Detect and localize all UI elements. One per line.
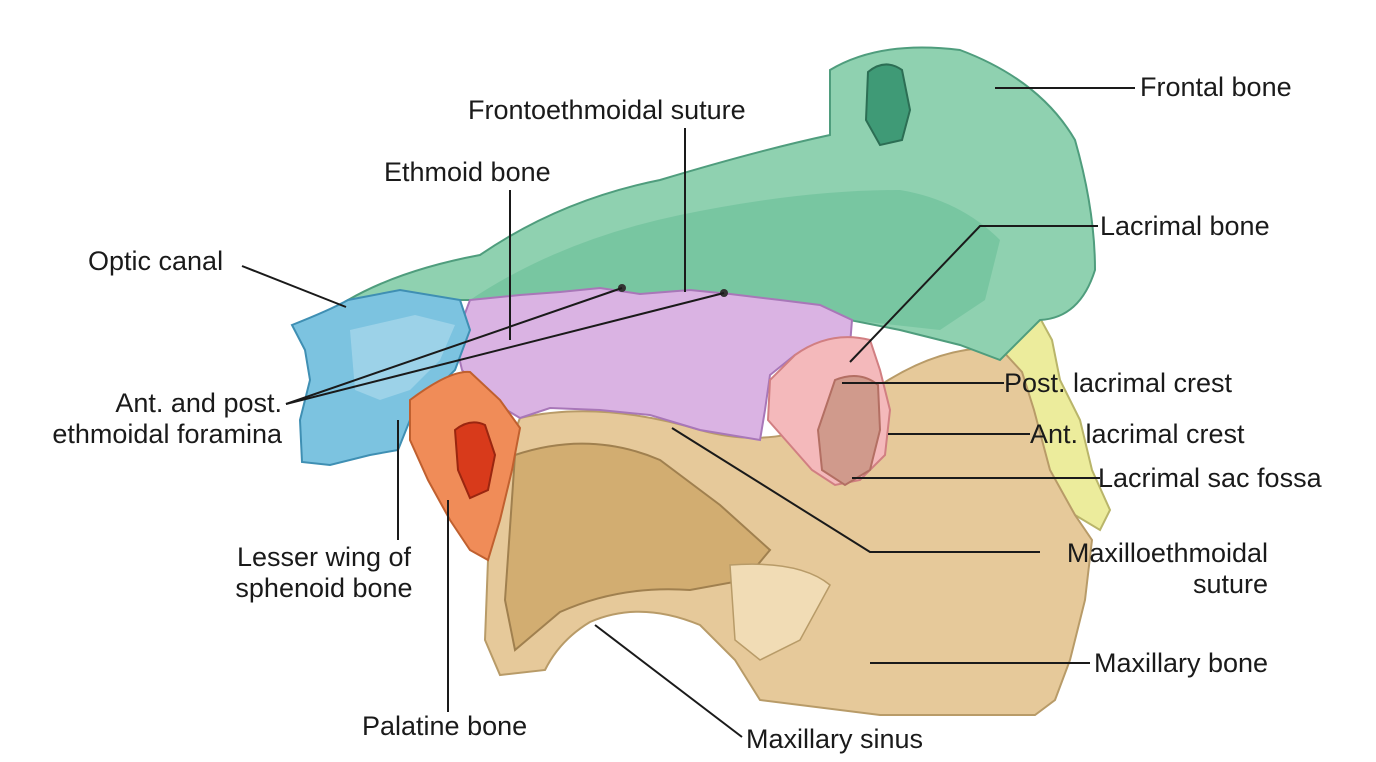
label-maxilloethmoidal-line2: suture bbox=[1192, 569, 1268, 599]
label-ant-lacrimal-crest: Ant. lacrimal crest bbox=[1030, 419, 1245, 449]
frontal-sinus-region bbox=[864, 63, 912, 147]
label-post-lacrimal-crest: Post. lacrimal crest bbox=[1004, 368, 1233, 398]
label-ethmoidal-foramina: Ant. and post. ethmoidal foramina bbox=[20, 388, 282, 450]
leader-maxilloethmoidal-suture bbox=[671, 427, 1040, 553]
label-ethmoidal-foramina-line2: ethmoidal foramina bbox=[52, 419, 282, 449]
label-lesser-wing-line2: sphenoid bone bbox=[235, 573, 413, 603]
label-maxillary-sinus: Maxillary sinus bbox=[746, 724, 924, 754]
label-frontoethmoidal-suture: Frontoethmoidal suture bbox=[468, 95, 746, 125]
label-optic-canal: Optic canal bbox=[88, 246, 224, 276]
label-lesser-wing-line1: Lesser wing of bbox=[236, 542, 412, 572]
label-ethmoidal-foramina-line1: Ant. and post. bbox=[115, 388, 282, 418]
label-lacrimal-sac-fossa: Lacrimal sac fossa bbox=[1098, 463, 1322, 493]
label-frontal-bone: Frontal bone bbox=[1140, 72, 1292, 102]
label-lacrimal-bone: Lacrimal bone bbox=[1100, 211, 1270, 241]
lacrimal-sac-fossa-region bbox=[816, 375, 882, 487]
label-ethmoid-bone: Ethmoid bone bbox=[384, 157, 551, 187]
label-maxillary-bone: Maxillary bone bbox=[1094, 648, 1269, 678]
leader-ethmoidal-foramen-ant bbox=[285, 287, 623, 405]
leader-maxillary-sinus bbox=[594, 624, 743, 738]
label-maxilloethmoidal-suture: Maxilloethmoidal suture bbox=[1040, 538, 1268, 600]
ethmoid-bone-region bbox=[453, 286, 854, 442]
palatine-process-region bbox=[453, 421, 497, 500]
label-palatine-bone: Palatine bone bbox=[362, 711, 528, 741]
label-maxilloethmoidal-line1: Maxilloethmoidal bbox=[1066, 538, 1268, 568]
orbital-floor-highlight bbox=[729, 563, 831, 661]
leader-optic-canal bbox=[241, 265, 347, 308]
sphenoid-lesser-wing-region bbox=[350, 315, 455, 400]
label-lesser-wing: Lesser wing of sphenoid bone bbox=[220, 542, 428, 604]
leader-ethmoidal-foramen-post bbox=[285, 292, 725, 405]
leader-lacrimal-bone bbox=[849, 225, 1098, 363]
